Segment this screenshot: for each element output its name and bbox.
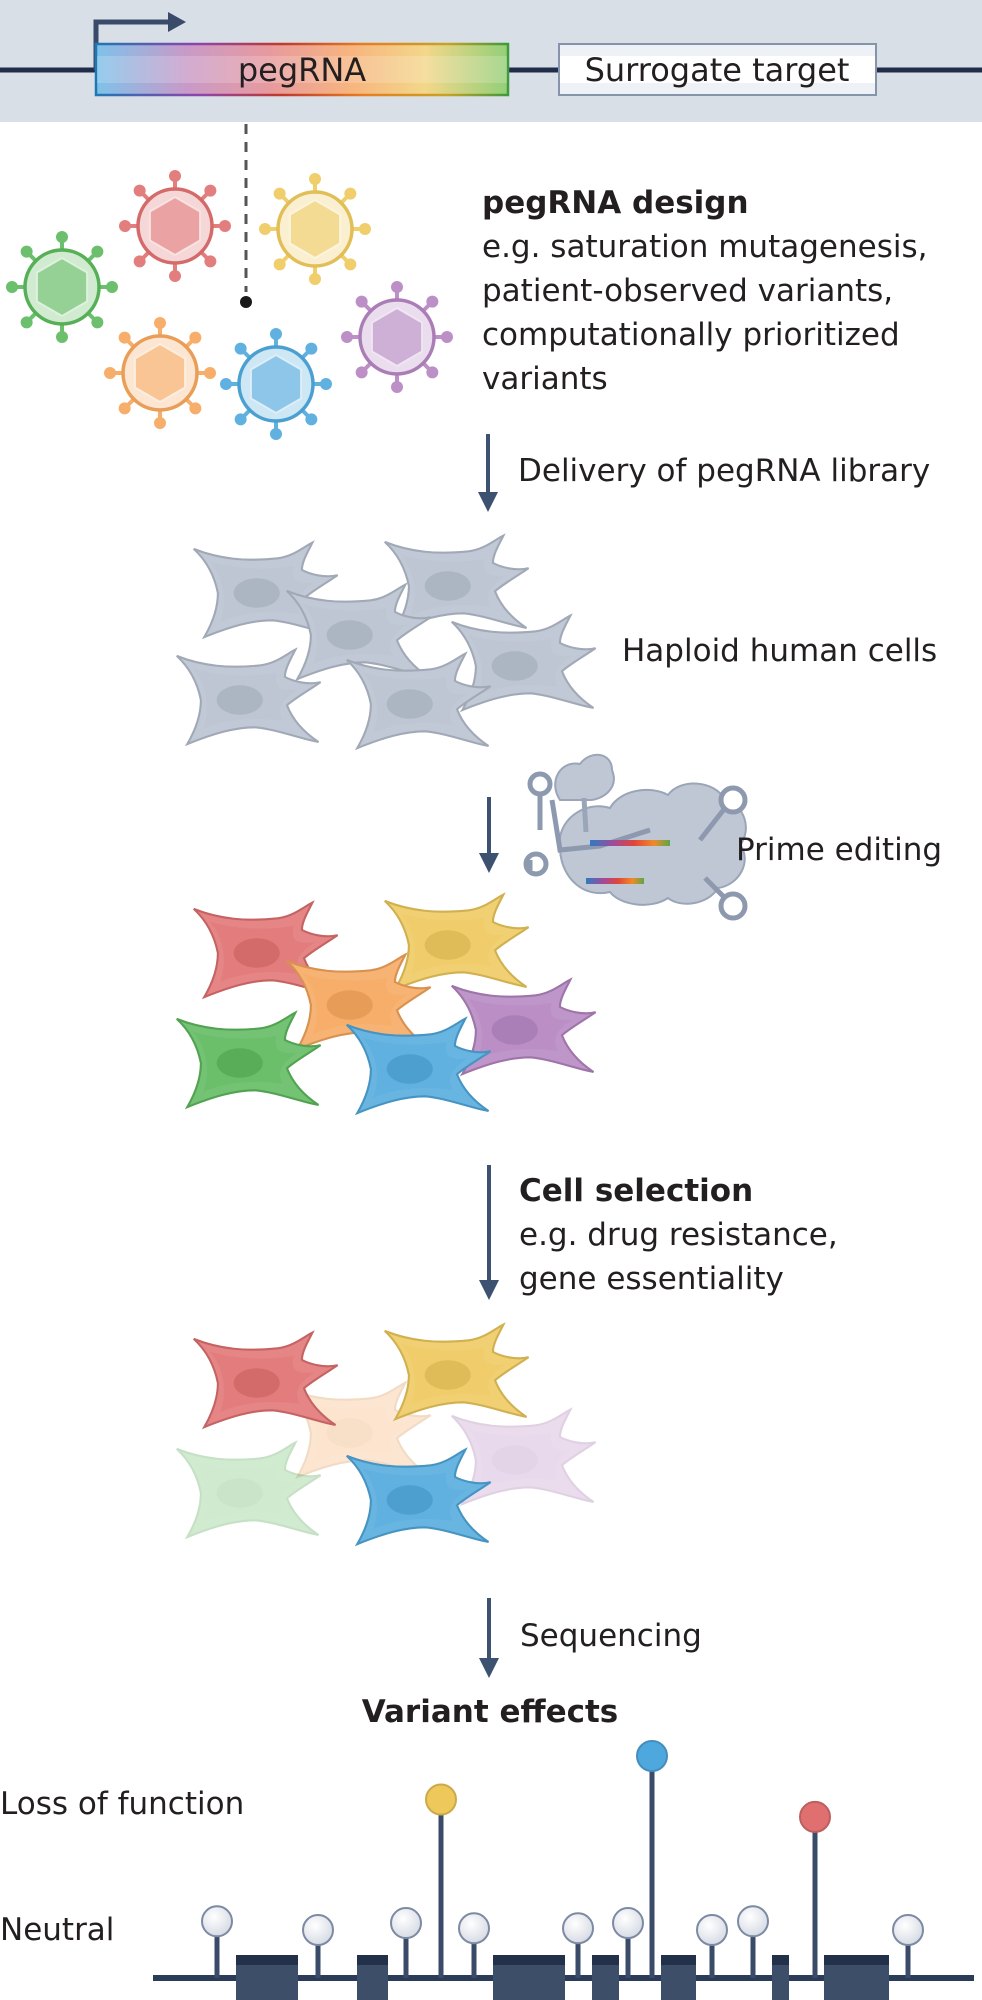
down-arrowhead-icon xyxy=(479,1658,499,1678)
variant-pin xyxy=(562,1912,594,1978)
variant-pin-head xyxy=(562,1912,594,1945)
cell-icon xyxy=(286,952,432,1052)
design-line-4: variants xyxy=(482,361,608,397)
pegrna-label: pegRNA xyxy=(238,51,366,89)
variant-effects-plot: Variant effects Loss of function Neutral xyxy=(0,1694,974,2000)
exon-block xyxy=(772,1955,789,2000)
design-line-1: e.g. saturation mutagenesis, xyxy=(482,229,927,265)
variant-pin xyxy=(458,1912,490,1978)
variant-pin-head xyxy=(302,1914,334,1946)
variant-pin-head xyxy=(737,1905,769,1938)
cell-icon xyxy=(286,1380,432,1480)
variant-pin xyxy=(696,1914,728,1978)
cell-icon xyxy=(346,651,492,751)
down-arrowhead-icon xyxy=(479,1280,499,1300)
cell-icon xyxy=(176,647,322,747)
sequencing-label: Sequencing xyxy=(520,1618,702,1654)
selection-title: Cell selection xyxy=(519,1173,753,1209)
design-line-2: patient-observed variants, xyxy=(482,273,893,309)
variant-pin-head xyxy=(612,1907,644,1940)
pegrna-box: pegRNA xyxy=(94,42,510,97)
design-line-3: computationally prioritized xyxy=(482,317,900,353)
cell-icon xyxy=(451,1407,597,1507)
down-arrowhead-icon xyxy=(479,853,499,873)
variant-pin xyxy=(737,1905,769,1978)
sequencing-step: Sequencing xyxy=(479,1598,702,1678)
variant-pin-head xyxy=(799,1800,831,1833)
construct-header: pegRNA Surrogate target xyxy=(0,0,982,122)
variant-pin-head xyxy=(390,1907,422,1940)
edit-template-stripe xyxy=(590,840,670,846)
exon-group xyxy=(236,1955,889,2000)
cell-icon xyxy=(176,1010,322,1110)
variant-pin-head xyxy=(892,1914,924,1946)
variant-pin-head xyxy=(201,1905,233,1938)
down-arrowhead-icon xyxy=(478,492,498,512)
prime-editing-label: Prime editing xyxy=(736,832,942,868)
design-title: pegRNA design xyxy=(482,185,749,221)
variant-pin xyxy=(302,1914,334,1978)
haploid-cells-label: Haploid human cells xyxy=(622,633,937,669)
variant-pin xyxy=(612,1907,644,1978)
variant-pin-head xyxy=(636,1740,668,1772)
cell-icon xyxy=(346,1447,492,1547)
variant-pin xyxy=(636,1740,668,1978)
variant-pins xyxy=(201,1740,924,1978)
pegrna-design-text: pegRNA design e.g. saturation mutagenesi… xyxy=(482,185,927,397)
variant-effects-title: Variant effects xyxy=(362,1694,619,1730)
connector-dot xyxy=(240,296,252,308)
cell-icon xyxy=(193,1330,339,1430)
delivery-label: Delivery of pegRNA library xyxy=(518,453,930,489)
edited-cells-group xyxy=(176,892,597,1116)
virus-library xyxy=(6,170,453,440)
virus-particle-icon xyxy=(220,328,332,440)
virus-particle-icon xyxy=(259,173,371,285)
promoter-arrowhead-icon xyxy=(168,12,186,32)
surrogate-target-box: Surrogate target xyxy=(558,43,877,96)
edit-template-stripe xyxy=(586,878,644,884)
cell-icon xyxy=(176,1440,322,1540)
cell-selection-step: Cell selection e.g. drug resistance, gen… xyxy=(479,1165,838,1300)
loss-of-function-label: Loss of function xyxy=(0,1786,244,1822)
variant-pin xyxy=(390,1907,422,1978)
cell-icon xyxy=(193,540,339,640)
selection-line-2: gene essentiality xyxy=(519,1261,784,1297)
prime-editor-complex-icon xyxy=(523,754,748,921)
variant-pin-head xyxy=(696,1914,728,1946)
variant-pin xyxy=(201,1905,233,1978)
selection-line-1: e.g. drug resistance, xyxy=(519,1217,838,1253)
virus-particle-icon xyxy=(6,231,118,343)
variant-pin-head xyxy=(425,1783,457,1816)
cell-icon xyxy=(384,1322,530,1422)
virus-particle-icon xyxy=(119,170,231,282)
delivery-step: Delivery of pegRNA library xyxy=(478,434,930,512)
cell-icon xyxy=(346,1016,492,1116)
variant-pin xyxy=(892,1914,924,1978)
selected-cells-group xyxy=(176,1322,597,1547)
surrogate-target-label: Surrogate target xyxy=(585,51,850,89)
virus-particle-icon xyxy=(104,317,216,429)
variant-pin-head xyxy=(458,1912,490,1945)
cell-icon xyxy=(286,582,432,682)
haploid-cells-group xyxy=(176,533,597,751)
variant-pin xyxy=(425,1783,457,1978)
virus-particle-icon xyxy=(341,281,453,393)
cell-icon xyxy=(384,892,530,992)
neutral-label: Neutral xyxy=(0,1912,114,1948)
variant-pin xyxy=(799,1800,831,1978)
prime-editing-step: Prime editing xyxy=(479,754,942,921)
cell-icon xyxy=(384,533,530,633)
